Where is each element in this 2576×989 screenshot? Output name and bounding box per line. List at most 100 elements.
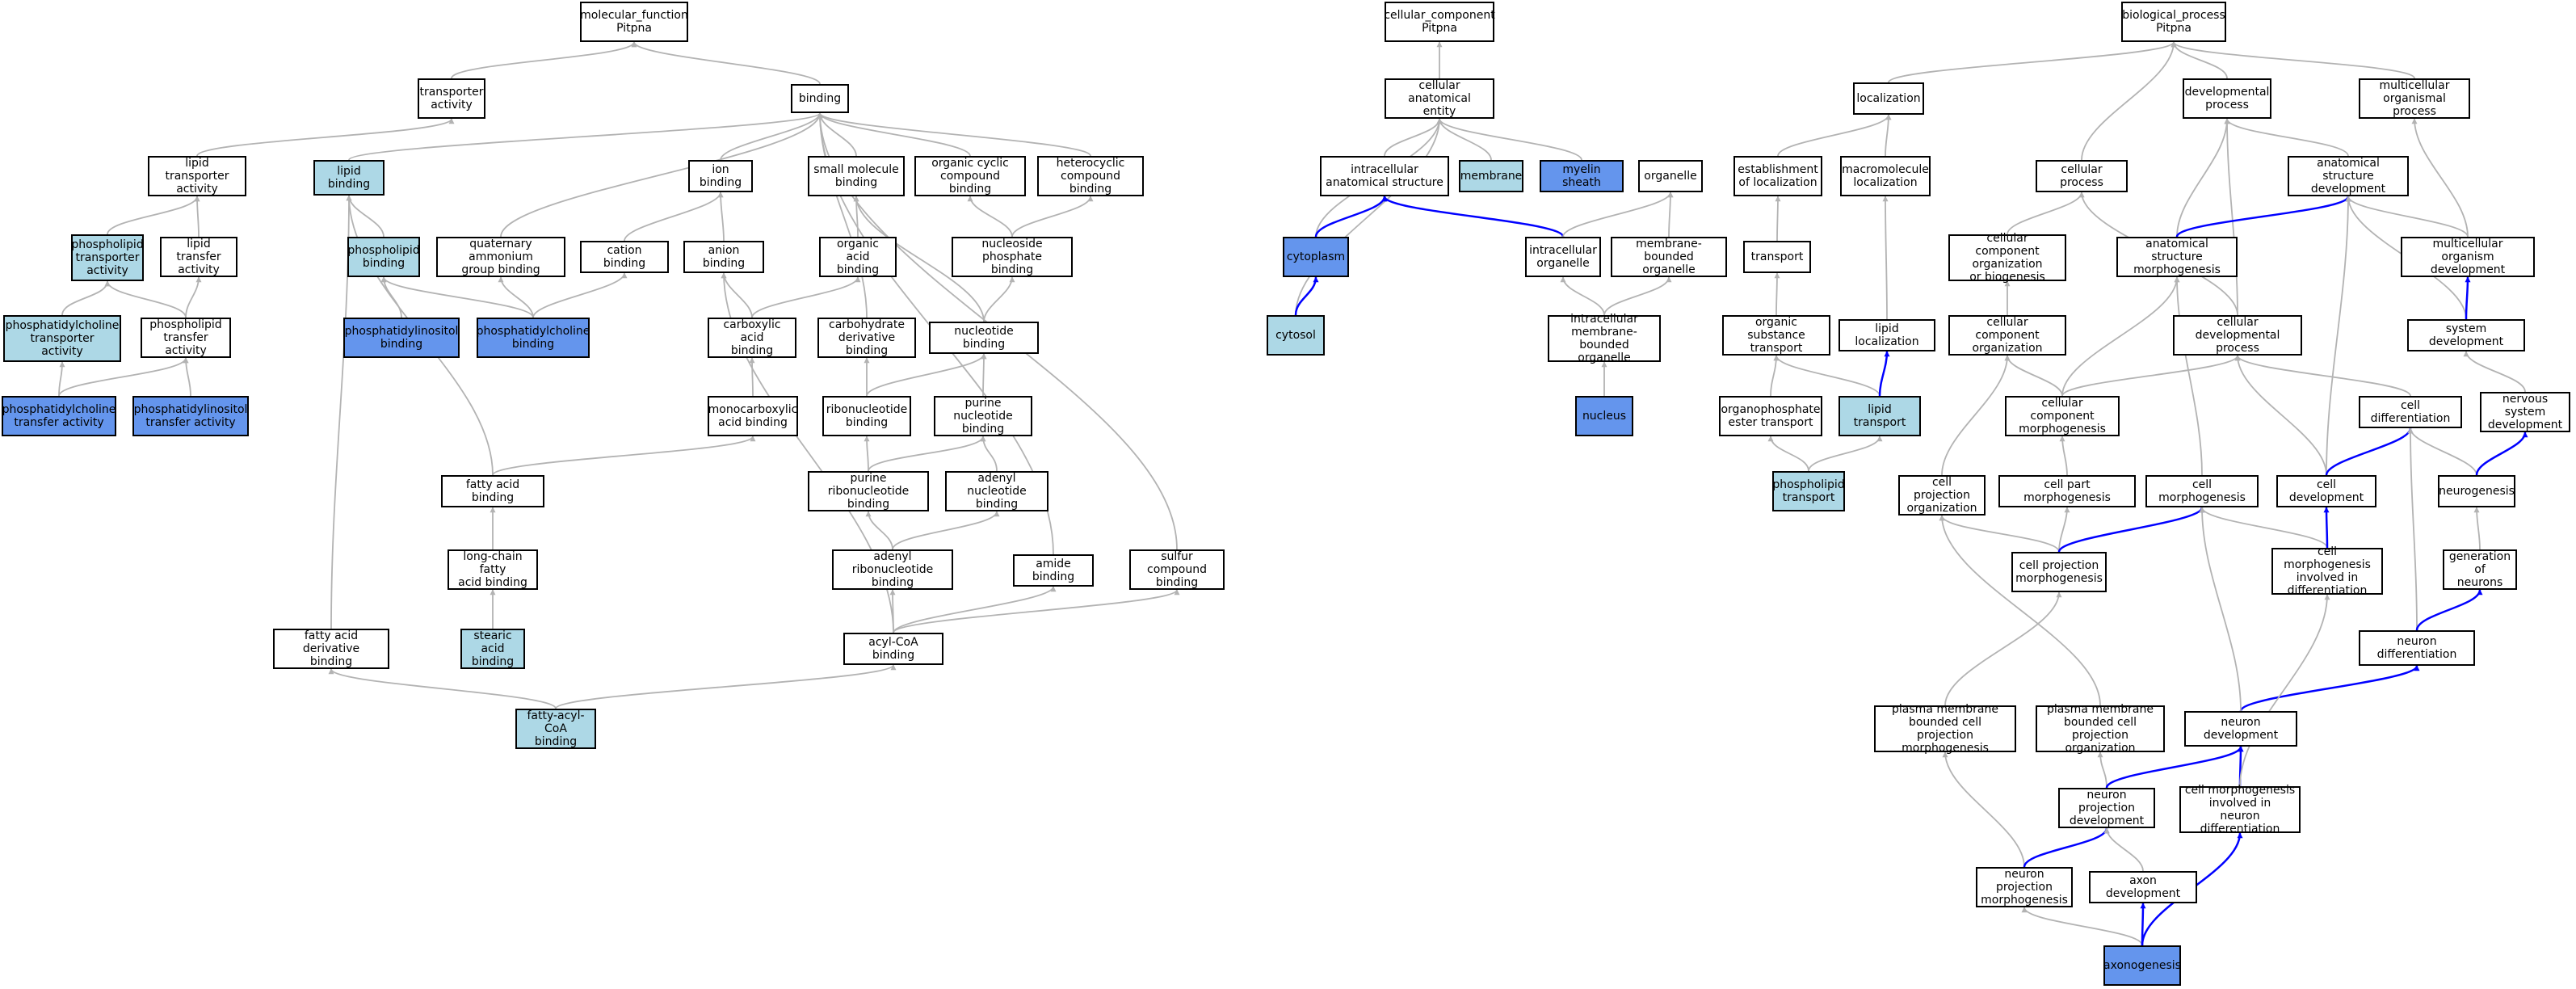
node-macromolecule-localization[interactable]: macromolecule localization — [1840, 156, 1931, 196]
node-heterocyclic-compound-binding[interactable]: heterocyclic compound binding — [1037, 156, 1144, 196]
node-ribonucleotide-binding[interactable]: ribonucleotide binding — [822, 396, 911, 436]
node-cell-morphogenesis[interactable]: cell morphogenesis — [2145, 475, 2259, 507]
node-phosphatidylcholine-binding[interactable]: phosphatidylcholine binding — [477, 318, 590, 358]
node-localization[interactable]: localization — [1853, 82, 1924, 115]
node-neuron-development[interactable]: neuron development — [2184, 711, 2297, 747]
node-cellular-anatomical-entity[interactable]: cellular anatomical entity — [1385, 78, 1494, 119]
node-binding[interactable]: binding — [791, 84, 849, 113]
node-axon-development[interactable]: axon development — [2089, 871, 2197, 903]
node-cell-part-morphogenesis[interactable]: cell part morphogenesis — [1998, 475, 2136, 507]
node-intracellular-membrane-bounded-organelle[interactable]: intracellular membrane-bounded organelle — [1548, 313, 1661, 364]
node-acyl-coa-binding[interactable]: acyl-CoA binding — [843, 633, 943, 665]
node-sulfur-compound-binding[interactable]: sulfur compound binding — [1129, 549, 1225, 590]
node-cell-projection-organization[interactable]: cell projection organization — [1898, 475, 1986, 516]
edge-ion-binding-to-binding — [720, 112, 823, 161]
node-organic-cyclic-compound-binding[interactable]: organic cyclic compound binding — [914, 156, 1026, 196]
node-multicellular-organismal-process[interactable]: multicellular organismal process — [2359, 78, 2470, 119]
node-anatomical-structure-development[interactable]: anatomical structure development — [2288, 156, 2409, 196]
node-lipid-transporter-activity[interactable]: lipid transporter activity — [148, 156, 246, 196]
node-phospholipid-binding[interactable]: phospholipid binding — [347, 237, 420, 277]
node-phosphatidylcholine-transfer-activity[interactable]: phosphatidylcholine transfer activity — [2, 396, 116, 436]
node-biological-process-root[interactable]: biological_process Pitpna — [2121, 2, 2226, 42]
node-developmental-process[interactable]: developmental process — [2183, 78, 2271, 119]
node-intracellular-organelle[interactable]: intracellular organelle — [1525, 237, 1601, 277]
node-phosphatidylinositol-transfer-activity[interactable]: phosphatidylinositol transfer activity — [132, 396, 249, 436]
node-neuron-projection-morphogenesis[interactable]: neuron projection morphogenesis — [1976, 867, 2073, 907]
node-cell-development[interactable]: cell development — [2276, 475, 2376, 507]
node-nucleoside-phosphate-binding[interactable]: nucleoside phosphate binding — [952, 237, 1073, 277]
node-nervous-system-development[interactable]: nervous system development — [2480, 392, 2570, 432]
node-ion-binding[interactable]: ion binding — [688, 160, 753, 192]
node-phosphatidylinositol-binding[interactable]: phosphatidylinositol binding — [343, 318, 460, 358]
node-lipid-transport[interactable]: lipid transport — [1838, 396, 1921, 436]
edge-cellular-component-morphogenesis-to-anatomical-structure-morphogenesis — [2061, 276, 2180, 397]
node-system-development[interactable]: system development — [2407, 319, 2525, 351]
node-axonogenesis[interactable]: axonogenesis — [2103, 945, 2181, 986]
node-phospholipid-transport[interactable]: phospholipid transport — [1772, 471, 1845, 511]
node-nucleus[interactable]: nucleus — [1575, 396, 1633, 436]
node-adenyl-ribonucleotide-binding[interactable]: adenyl ribonucleotide binding — [832, 549, 953, 590]
node-carbohydrate-derivative-binding[interactable]: carbohydrate derivative binding — [817, 318, 916, 358]
node-cytoplasm[interactable]: cytoplasm — [1283, 237, 1349, 277]
node-organic-substance-transport[interactable]: organic substance transport — [1722, 315, 1830, 356]
node-cellular-component-morphogenesis[interactable]: cellular component morphogenesis — [2005, 396, 2120, 436]
node-quaternary-ammonium-group-binding[interactable]: quaternary ammonium group binding — [436, 237, 565, 277]
node-amide-binding[interactable]: amide binding — [1013, 554, 1094, 587]
node-molecular-function-root[interactable]: molecular_function Pitpna — [580, 2, 688, 42]
node-cell-differentiation[interactable]: cell differentiation — [2359, 396, 2462, 428]
node-plasma-membrane-bounded-cell-projection-organization[interactable]: plasma membrane bounded cell projection … — [2036, 703, 2165, 755]
edge-purine-ribonucleotide-binding-to-ribonucleotide-binding — [864, 436, 870, 472]
node-purine-nucleotide-binding[interactable]: purine nucleotide binding — [934, 396, 1032, 436]
node-neurogenesis[interactable]: neurogenesis — [2438, 475, 2515, 507]
node-cell-morphogenesis-involved-in-neuron-differentiation[interactable]: cell morphogenesis involved in neuron di… — [2179, 784, 2301, 835]
node-phosphatidylcholine-transporter-activity[interactable]: phosphatidylcholine transporter activity — [3, 315, 121, 362]
node-carboxylic-acid-binding[interactable]: carboxylic acid binding — [708, 318, 796, 358]
node-cellular-component-organization-or-biogenesis[interactable]: cellular component organization or bioge… — [1948, 232, 2066, 284]
node-organic-acid-binding[interactable]: organic acid binding — [819, 237, 897, 277]
edge-quaternary-ammonium-group-binding-to-binding — [500, 112, 823, 238]
node-cellular-developmental-process[interactable]: cellular developmental process — [2173, 315, 2302, 356]
node-generation-of-neurons[interactable]: generation of neurons — [2443, 549, 2517, 590]
node-cellular-component-organization[interactable]: cellular component organization — [1948, 315, 2066, 356]
node-purine-ribonucleotide-binding[interactable]: purine ribonucleotide binding — [808, 471, 929, 511]
node-cellular-process[interactable]: cellular process — [2036, 160, 2128, 192]
node-neuron-differentiation[interactable]: neuron differentiation — [2359, 630, 2475, 666]
node-phospholipid-transfer-activity[interactable]: phospholipid transfer activity — [141, 318, 231, 358]
edge-adenyl-ribonucleotide-binding-to-purine-ribonucleotide-binding — [865, 511, 893, 550]
node-anatomical-structure-morphogenesis[interactable]: anatomical structure morphogenesis — [2116, 237, 2238, 277]
node-fatty-acyl-coa-binding[interactable]: fatty-acyl-CoA binding — [515, 709, 596, 749]
node-transport[interactable]: transport — [1743, 241, 1811, 273]
node-establishment-of-localization[interactable]: establishment of localization — [1733, 156, 1822, 196]
edge-acyl-coa-binding-to-sulfur-compound-binding — [893, 589, 1180, 633]
node-fatty-acid-binding[interactable]: fatty acid binding — [441, 475, 544, 507]
node-membrane-bounded-organelle[interactable]: membrane-bounded organelle — [1611, 237, 1727, 277]
edge-neurogenesis-to-cell-differentiation — [2407, 427, 2477, 476]
node-membrane[interactable]: membrane — [1459, 160, 1523, 192]
node-cell-projection-morphogenesis[interactable]: cell projection morphogenesis — [2011, 552, 2107, 592]
node-stearic-acid-binding[interactable]: stearic acid binding — [460, 629, 525, 669]
node-fatty-acid-derivative-binding[interactable]: fatty acid derivative binding — [273, 629, 389, 669]
node-cell-morphogenesis-involved-in-differentiation[interactable]: cell morphogenesis involved in different… — [2271, 545, 2383, 597]
node-lipid-transfer-activity[interactable]: lipid transfer activity — [160, 237, 237, 277]
node-plasma-membrane-bounded-cell-projection-morphogenesis[interactable]: plasma membrane bounded cell projection … — [1874, 703, 2016, 755]
node-neuron-projection-development[interactable]: neuron projection development — [2058, 788, 2155, 828]
node-organelle[interactable]: organelle — [1638, 160, 1703, 192]
node-cytosol[interactable]: cytosol — [1267, 315, 1325, 356]
node-small-molecule-binding[interactable]: small molecule binding — [808, 156, 905, 196]
node-adenyl-nucleotide-binding[interactable]: adenyl nucleotide binding — [945, 471, 1048, 511]
node-nucleotide-binding[interactable]: nucleotide binding — [929, 322, 1039, 354]
node-monocarboxylic-acid-binding[interactable]: monocarboxylic acid binding — [708, 396, 798, 436]
edge-lipid-binding-to-binding — [348, 112, 823, 161]
node-organophosphate-ester-transport[interactable]: organophosphate ester transport — [1719, 396, 1822, 436]
node-transporter-activity[interactable]: transporter activity — [418, 78, 485, 119]
node-lipid-binding[interactable]: lipid binding — [313, 160, 385, 196]
node-anion-binding[interactable]: anion binding — [683, 241, 764, 273]
node-multicellular-organism-development[interactable]: multicellular organism development — [2401, 237, 2535, 277]
node-cellular-component-root[interactable]: cellular_component Pitpna — [1384, 2, 1495, 42]
node-phospholipid-transporter-activity[interactable]: phospholipid transporter activity — [71, 234, 144, 281]
node-cation-binding[interactable]: cation binding — [580, 241, 669, 273]
node-lipid-localization[interactable]: lipid localization — [1838, 319, 1935, 351]
node-myelin-sheath[interactable]: myelin sheath — [1540, 160, 1624, 192]
node-intracellular-anatomical-structure[interactable]: intracellular anatomical structure — [1320, 156, 1449, 196]
node-long-chain-fatty-acid-binding[interactable]: long-chain fatty acid binding — [448, 549, 538, 590]
